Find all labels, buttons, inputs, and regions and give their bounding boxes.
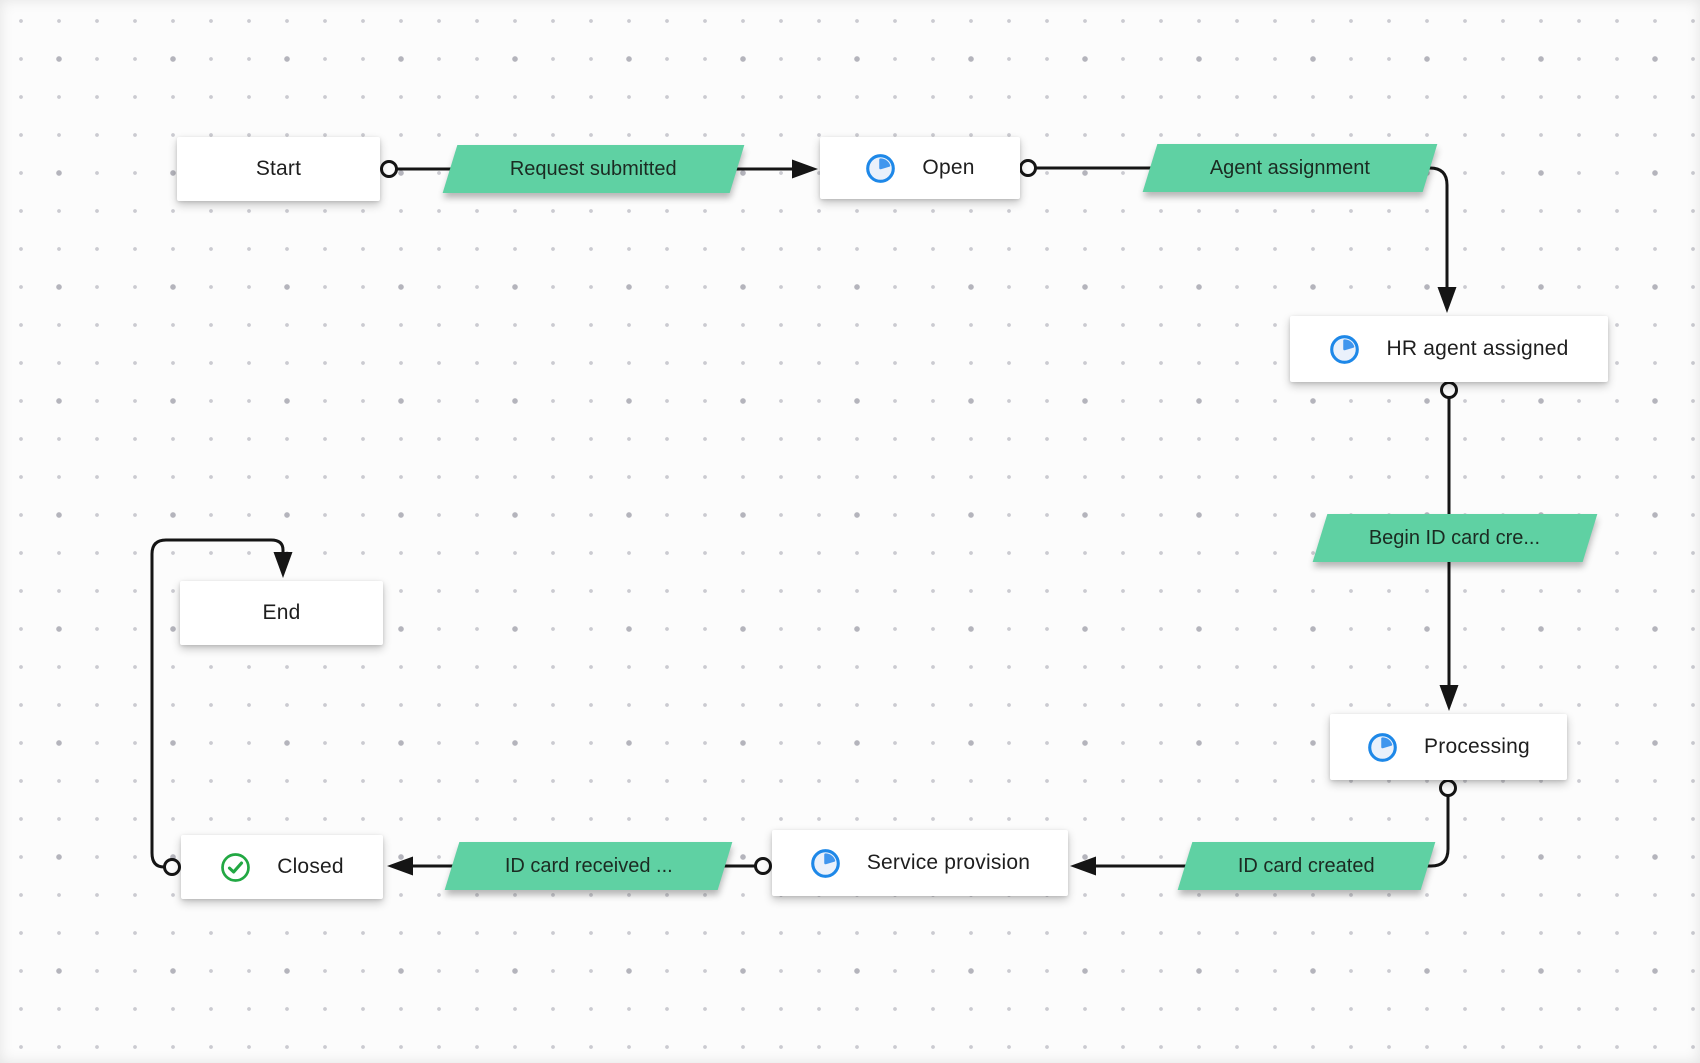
check-circle-icon	[220, 852, 251, 883]
node-end[interactable]: End	[180, 581, 383, 645]
transition-id-card-created[interactable]: ID card created	[1177, 842, 1436, 890]
in-progress-icon	[810, 848, 841, 879]
connector-line	[1094, 796, 1450, 868]
node-label: End	[262, 601, 301, 624]
connector-source-port	[1440, 381, 1458, 399]
node-label: Start	[255, 157, 302, 180]
transition-label: Begin ID card cre...	[1369, 526, 1541, 549]
arrowhead-icon	[1437, 287, 1457, 313]
transition-agent-assignment[interactable]: Agent assignment	[1142, 144, 1438, 192]
arrowhead-icon	[1070, 856, 1096, 876]
transition-label: ID card received ...	[504, 854, 673, 877]
connector-source-port	[1439, 779, 1457, 797]
arrowhead-icon	[273, 552, 293, 578]
connector-line	[150, 538, 285, 869]
connector-source-port	[163, 858, 181, 876]
node-open[interactable]: Open	[820, 137, 1020, 199]
node-label: HR agent assigned	[1386, 337, 1569, 360]
arrowhead-icon	[792, 159, 818, 179]
connector-open-to-hr-agent-assigned[interactable]	[1019, 159, 1457, 314]
node-start[interactable]: Start	[177, 137, 380, 201]
node-hr-agent-assigned[interactable]: HR agent assigned	[1290, 316, 1608, 382]
transition-request-submitted[interactable]: Request submitted	[442, 145, 745, 193]
connector-processing-to-service-provision[interactable]	[1070, 779, 1457, 876]
connector-closed-to-end[interactable]	[150, 538, 293, 876]
transition-label: ID card created	[1238, 854, 1375, 877]
connector-source-port	[1019, 159, 1037, 177]
node-service-provision[interactable]: Service provision	[772, 830, 1068, 896]
node-label: Service provision	[866, 851, 1031, 874]
node-closed[interactable]: Closed	[181, 835, 383, 899]
transition-label: Request submitted	[510, 157, 677, 180]
connector-line	[1036, 166, 1449, 288]
transition-id-card-received[interactable]: ID card received ...	[444, 842, 733, 890]
node-label: Open	[922, 156, 975, 179]
transition-begin-id-card-creation[interactable]: Begin ID card cre...	[1312, 514, 1598, 562]
connector-source-port	[380, 160, 398, 178]
node-label: Processing	[1424, 735, 1530, 758]
in-progress-icon	[1329, 334, 1360, 365]
node-label: Closed	[277, 855, 344, 878]
arrowhead-icon	[387, 856, 413, 876]
arrowhead-icon	[1439, 685, 1459, 711]
connector-source-port	[754, 857, 772, 875]
in-progress-icon	[865, 153, 896, 184]
transition-label: Agent assignment	[1209, 156, 1371, 179]
node-processing[interactable]: Processing	[1330, 714, 1567, 780]
in-progress-icon	[1367, 732, 1398, 763]
